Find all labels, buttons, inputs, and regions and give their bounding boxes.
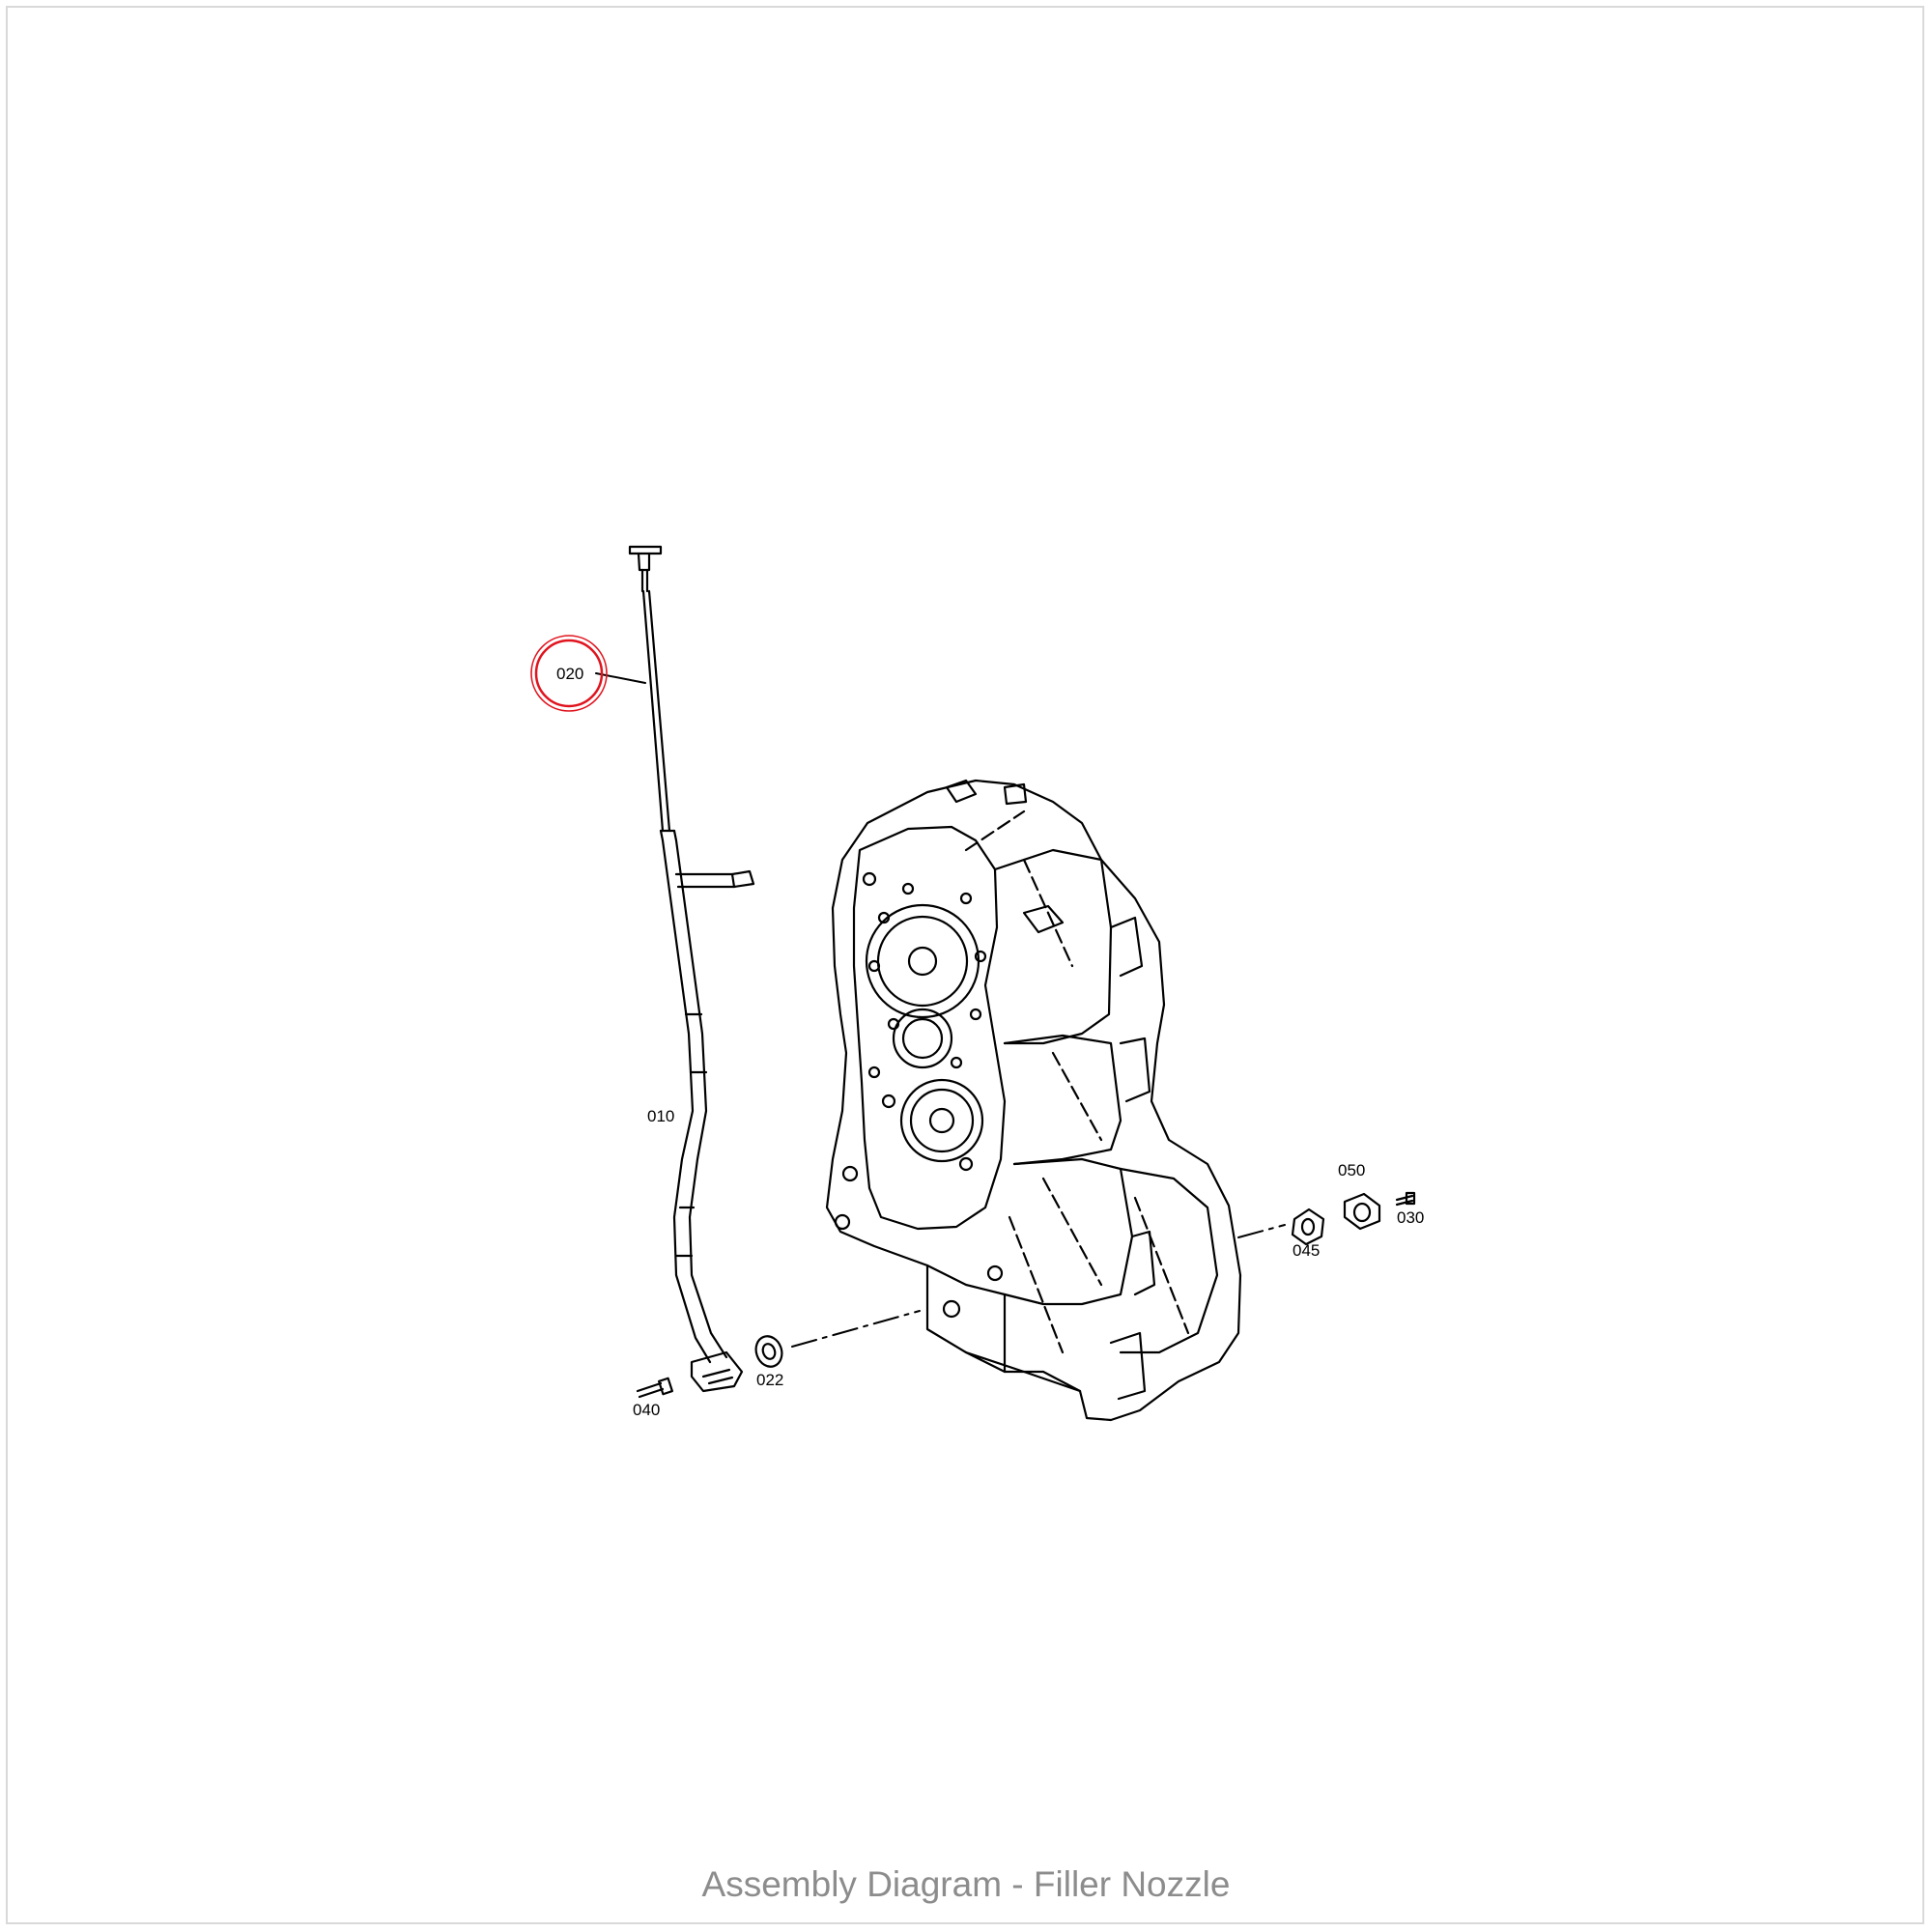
highlight-ring [530,635,608,712]
tube-foot-flange [690,1350,744,1393]
diagram-frame [6,6,1924,1924]
callout-020[interactable]: 020 [556,665,583,683]
cover-part-050[interactable] [1343,1192,1381,1231]
callout-010[interactable]: 010 [647,1107,674,1125]
callout-040[interactable]: 040 [633,1401,660,1419]
tube-bracket [674,872,736,889]
callout-045[interactable]: 045 [1293,1241,1320,1260]
callout-050[interactable]: 050 [1338,1161,1365,1179]
callout-022[interactable]: 022 [756,1371,783,1389]
assembly-centerlines [791,1224,1286,1348]
leader-line-020 [595,672,646,684]
transmission-housing [825,779,1242,1422]
gasket-part-022[interactable] [752,1333,785,1371]
dipstick-cap [637,552,651,572]
dipstick-part-020[interactable] [628,545,671,833]
callout-030[interactable]: 030 [1397,1208,1424,1227]
diagram-caption: Assembly Diagram - Filler Nozzle [701,1864,1231,1904]
bolt-part-040[interactable] [636,1377,674,1399]
seal-part-045[interactable] [1291,1208,1325,1246]
filler-tube-part-010[interactable] [659,829,755,1393]
screw-part-030[interactable] [1395,1191,1416,1207]
dipstick-handle [628,545,663,555]
dipstick-rod [641,589,671,833]
